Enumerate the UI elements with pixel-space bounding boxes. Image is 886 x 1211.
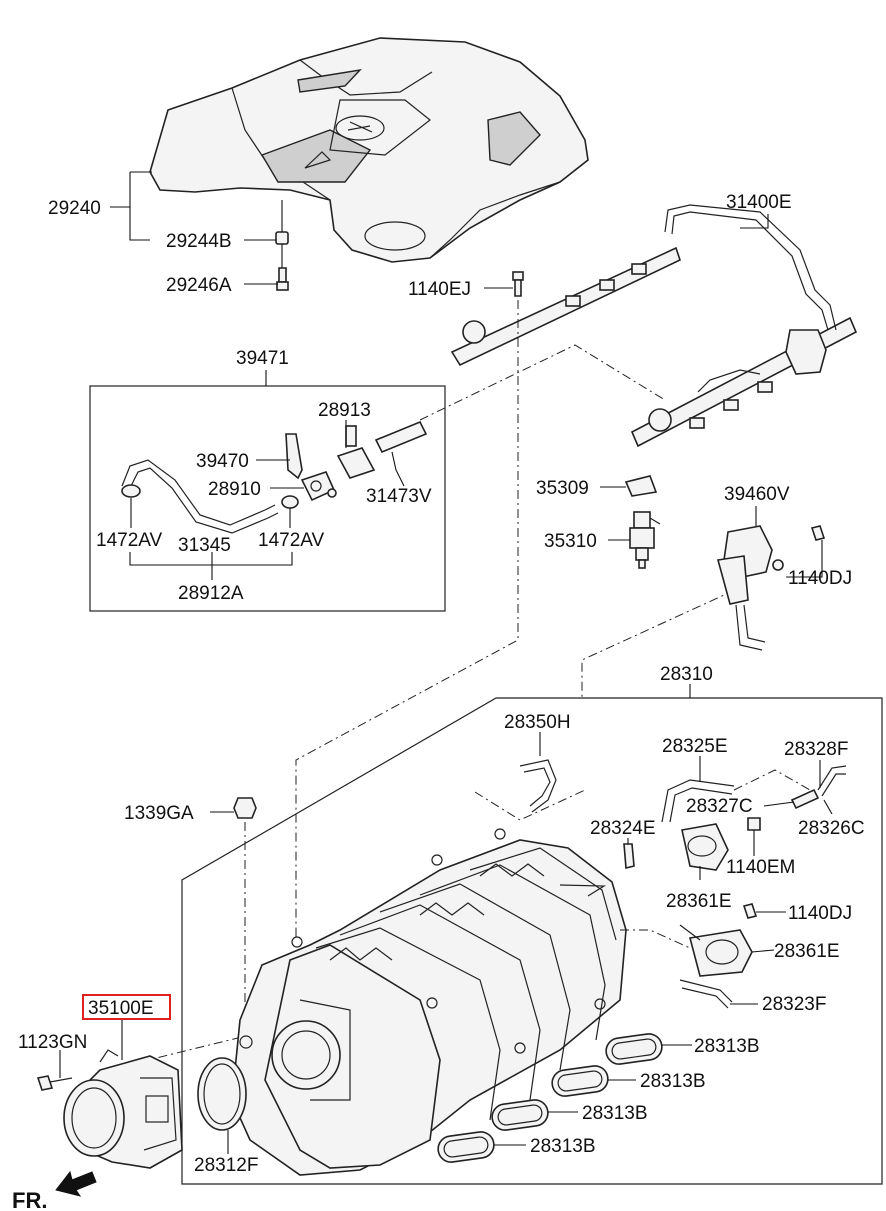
label-28912a: 28912A — [178, 583, 244, 604]
label-1140dj-top: 1140DJ — [788, 568, 852, 589]
label-28313b-4: 28313B — [530, 1136, 596, 1157]
gasket-28312f — [197, 1057, 247, 1131]
label-28910: 28910 — [208, 479, 261, 500]
label-28323f: 28323F — [762, 994, 826, 1015]
engine-cover — [149, 37, 589, 263]
dash-rail-box — [419, 344, 666, 421]
label-1140dj-mid: 1140DJ — [788, 903, 852, 924]
pcv-clamp-right — [281, 495, 299, 509]
bolt-1140dj-mid — [742, 903, 758, 919]
manifold-frame — [181, 697, 883, 1185]
label-29244b: 29244B — [166, 231, 232, 252]
leader-28327c — [763, 801, 795, 807]
label-39470: 39470 — [196, 451, 249, 472]
label-31473v: 31473V — [366, 486, 432, 507]
nut-1339ga — [233, 797, 257, 819]
label-39471: 39471 — [236, 348, 289, 369]
leader-28326c — [823, 799, 833, 815]
label-28325e: 28325E — [662, 736, 728, 757]
hose-28325e — [661, 779, 735, 823]
dash-throttle — [139, 1034, 251, 1063]
label-1339ga: 1339GA — [124, 803, 194, 824]
dash-valve-box — [581, 589, 736, 700]
label-1472av-left: 1472AV — [96, 530, 163, 551]
label-1140em: 1140EM — [726, 857, 795, 878]
label-28310: 28310 — [660, 664, 713, 685]
cover-bolt — [276, 244, 289, 291]
label-28328f: 28328F — [784, 739, 848, 760]
injector-clip — [624, 475, 658, 497]
label-28361e-a: 28361E — [666, 891, 732, 912]
solenoid-bolt — [810, 525, 826, 541]
actuator-28361e-bottom — [679, 924, 753, 977]
label-39460v: 39460V — [724, 484, 790, 505]
leader-31473v — [391, 451, 405, 487]
pcv-valve-head — [336, 425, 376, 479]
connector-28327c — [790, 788, 820, 810]
label-31345: 31345 — [178, 535, 231, 556]
front-arrow — [55, 1170, 97, 1197]
leader-28912a — [129, 552, 293, 580]
dash-actuator — [620, 929, 691, 949]
label-29240: 29240 — [48, 198, 101, 219]
injector — [629, 511, 661, 569]
pcv-pipe — [374, 420, 428, 454]
label-28327c: 28327C — [686, 796, 753, 817]
hose-28328f — [817, 765, 847, 797]
leader-28361e-b — [751, 949, 775, 953]
label-28312f: 28312F — [194, 1155, 258, 1176]
label-28313b-3: 28313B — [582, 1103, 648, 1124]
purge-solenoid — [716, 525, 784, 651]
gasket-28313b-1 — [605, 1033, 663, 1065]
pcv-frame — [89, 385, 446, 612]
bolt-1123gn — [36, 1075, 73, 1091]
pcv-valve — [300, 471, 337, 502]
intake-manifold — [231, 828, 627, 1176]
dash-28350h — [474, 789, 586, 821]
label-1123gn: 1123GN — [18, 1032, 87, 1053]
hose-28323f — [679, 979, 733, 1009]
label-28350h: 28350H — [504, 712, 571, 733]
cover-grommet — [275, 200, 289, 245]
label-28326c: 28326C — [798, 818, 865, 839]
pcv-clamp-left — [121, 484, 141, 498]
rail-bolt — [512, 271, 524, 297]
label-28313b-1: 28313B — [694, 1036, 760, 1057]
gasket-28313b-4 — [437, 1131, 495, 1163]
label-28361e-b: 28361E — [774, 941, 840, 962]
actuator-28361e-top — [681, 823, 729, 871]
gasket-28313b-3 — [491, 1099, 549, 1131]
leader-1140dj-top — [786, 540, 823, 578]
label-28913: 28913 — [318, 400, 371, 421]
label-35310: 35310 — [544, 531, 597, 552]
leader-31400e — [740, 214, 769, 229]
label-28313b-2: 28313B — [640, 1071, 706, 1092]
bolt-1140em — [747, 817, 761, 831]
pcv-bracket — [285, 433, 303, 480]
vacuum-hose-28350h — [519, 759, 557, 813]
dash-rail-manifold — [295, 300, 519, 940]
clip-28324e — [623, 843, 635, 870]
pcv-hose — [121, 459, 279, 534]
label-1472av-right: 1472AV — [258, 530, 325, 551]
label-front: FR. — [12, 1188, 47, 1211]
label-35309: 35309 — [536, 478, 589, 499]
throttle-body — [63, 1049, 183, 1169]
label-1140ej: 1140EJ — [408, 279, 471, 300]
highlight-box — [82, 994, 171, 1020]
label-35100e[interactable]: 35100E — [88, 998, 154, 1019]
dash-28326c — [733, 769, 811, 791]
label-31400e: 31400E — [726, 192, 792, 213]
label-29246a: 29246A — [166, 275, 232, 296]
label-28324e: 28324E — [590, 818, 656, 839]
gasket-28313b-2 — [551, 1065, 609, 1097]
fuel-rail — [450, 204, 858, 448]
leader-29240 — [110, 171, 152, 241]
